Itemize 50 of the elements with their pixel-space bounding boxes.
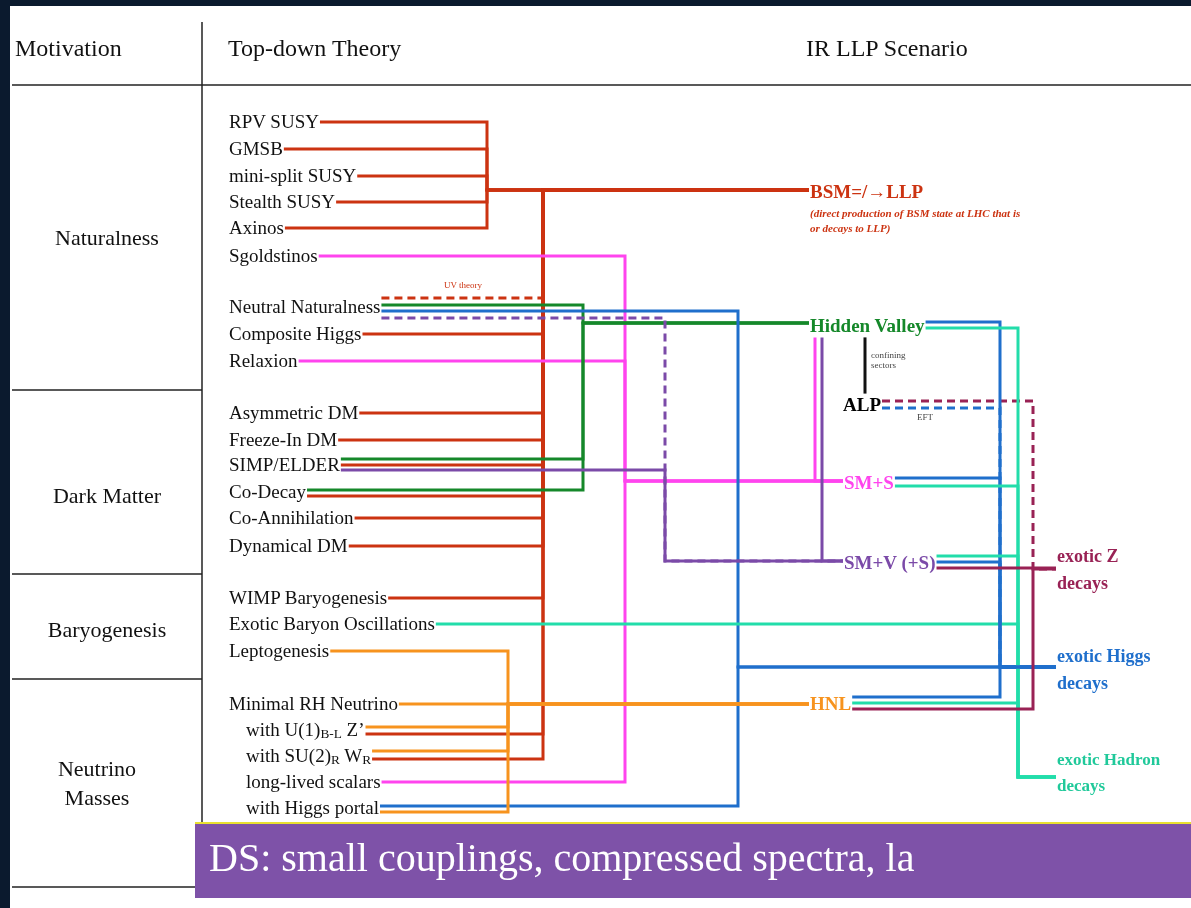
theory-label: Stealth SUSY	[229, 190, 336, 214]
theory-label: Axinos	[229, 216, 284, 240]
category-label: Baryogenesis	[46, 616, 168, 644]
theory-label: with SU(2)$_{R}$ W$_{R}$	[246, 744, 372, 768]
column-header: Motivation	[15, 34, 123, 63]
theory-label: SIMP/ELDER	[229, 453, 340, 477]
scenario-label: ALP	[843, 393, 881, 417]
connector-line	[820, 337, 843, 563]
theory-label: Exotic Baryon Oscillations	[229, 612, 435, 636]
signature-label: exotic Hadron decays	[1057, 746, 1190, 800]
connector-line	[852, 567, 1056, 711]
signature-label: exotic Z decays	[1057, 542, 1137, 597]
signature-label: exotic Higgs decays	[1057, 642, 1187, 697]
scenario-label: SM+V (+S)	[844, 551, 936, 575]
category-label: Dark Matter	[51, 482, 163, 510]
connector-line	[813, 337, 843, 483]
connector-line	[307, 321, 809, 492]
summary-banner: DS: small couplings, compressed spectra, la	[195, 822, 1191, 898]
theory-label: long-lived scalars	[246, 770, 381, 794]
connector-line	[863, 337, 867, 394]
column-header: IR LLP Scenario	[806, 34, 969, 63]
theory-label: with Higgs portal	[246, 796, 379, 820]
connector-line	[852, 665, 1056, 699]
category-label: Naturalness	[54, 224, 160, 252]
scenario-label: BSM=/→LLP	[810, 180, 925, 204]
theory-label: Composite Higgs	[229, 322, 362, 346]
connector-line	[380, 702, 809, 814]
column-header: Top-down Theory	[228, 34, 403, 63]
theory-label: Relaxion	[229, 349, 298, 373]
theory-label: Minimal RH Neutrino	[229, 692, 398, 716]
theory-label: Neutral Naturalness	[229, 295, 381, 319]
scenario-label: HNL	[810, 692, 852, 716]
scenario-label: SM+S	[844, 471, 894, 495]
theory-label: Leptogenesis	[229, 639, 330, 663]
theory-label: GMSB	[229, 137, 283, 161]
scenario-note: (direct production of BSM state at LHC that is or decays to LLP)	[810, 206, 1022, 237]
theory-label: mini-split SUSY	[229, 164, 357, 188]
scenario-label: Hidden Valley	[810, 314, 925, 338]
theory-label: Dynamical DM	[229, 534, 348, 558]
theory-label: with U(1)$_{B-L}$ Z’	[246, 718, 365, 742]
theory-label: Sgoldstinos	[229, 244, 318, 268]
theory-label: Freeze-In DM	[229, 428, 338, 452]
theory-label: Co-Annihilation	[229, 506, 354, 530]
theory-label: Co-Decay	[229, 480, 307, 504]
theory-label: RPV SUSY	[229, 110, 319, 134]
connector-line	[936, 566, 1056, 570]
connector-line	[852, 701, 1056, 779]
theory-label: WIMP Baryogenesis	[229, 586, 388, 610]
category-label: Neutrino Masses	[56, 755, 138, 812]
theory-label: Asymmetric DM	[229, 401, 359, 425]
